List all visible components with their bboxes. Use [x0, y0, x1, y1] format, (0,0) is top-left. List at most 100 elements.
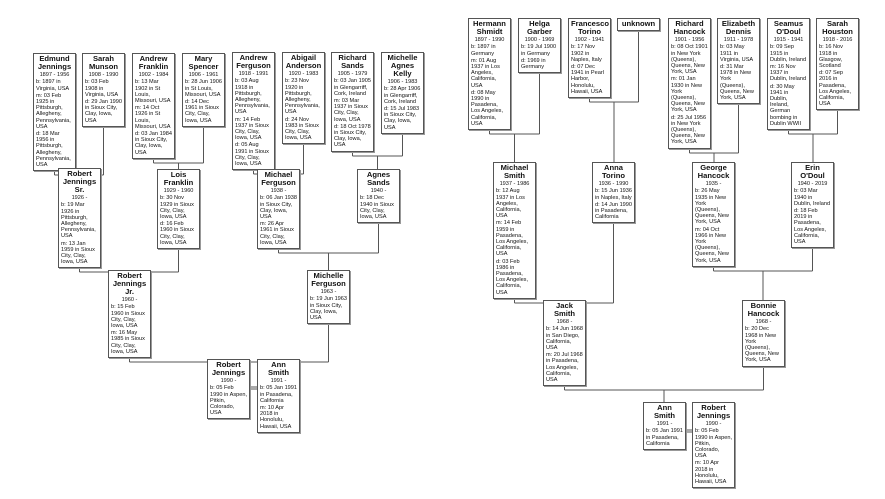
person-event: m: 16 May 1985 in Sioux City, Clay, Iowa… — [111, 330, 145, 355]
person-name: Lois Franklin — [163, 170, 194, 187]
person-event: b: 13 Mar 1902 in St Louis, Missouri, US… — [135, 79, 171, 105]
person-event: d: 03 Feb 1986 in Pasadena, Los Angeles,… — [496, 258, 529, 296]
person-event: d: 18 Feb 2019 in Pasadena, Los Angeles,… — [794, 208, 827, 246]
person-name: Hermann Shmidt — [473, 19, 506, 36]
person-lifespan: 1897 - 1990 — [474, 37, 505, 43]
person-name: Ann Smith — [653, 403, 676, 420]
person-lifespan: 1906 - 1961 — [188, 72, 219, 78]
person-event: b: 19 Mar 1926 in Pittsburgh, Allegheny,… — [61, 202, 96, 240]
person-name: Robert Jennings — [211, 360, 246, 377]
person-event: b: 30 Nov 1929 in Sioux City, Clay, Iowa… — [160, 195, 194, 221]
person-event: m: 10 Apr 2018 in Honolulu, Hawaii, USA — [695, 460, 727, 486]
person-name: Sarah Houston — [822, 19, 853, 36]
person-name: Andrew Franklin — [138, 54, 169, 71]
person-lifespan: 1902 - 1941 — [574, 37, 605, 43]
person-event: d: 18 Oct 1978 in Sioux City, Clay, Iowa… — [334, 123, 371, 149]
person-name: Michael Smith — [500, 163, 529, 180]
person-lifespan: 1991 - — [270, 378, 287, 384]
person-name: Michelle Agnes Kelly — [387, 53, 418, 78]
person-card[interactable]: Robert Jennings Jr.1960 -b: 15 Feb 1960 … — [108, 270, 151, 359]
person-name: Jack Smith — [553, 301, 576, 318]
person-lifespan: 1938 - — [270, 188, 287, 194]
person-event: m: 01 Aug 1937 in Los Angeles, Californi… — [471, 57, 500, 89]
person-event: d: 25 Jul 1956 in New York (Queens), Que… — [671, 114, 707, 146]
person-name: Edmund Jennings — [37, 54, 72, 71]
person-event: b: 17 Nov 1902 in Naples, Italy — [571, 44, 602, 63]
person-name: Helga Garber — [527, 19, 552, 36]
person-lifespan: 1901 - 1956 — [674, 37, 705, 43]
person-lifespan: 1897 - 1956 — [39, 72, 70, 78]
person-event: m: 14 Feb 1937 in Sioux City, Clay, Iowa… — [235, 116, 269, 142]
person-event: m: 14 Oct 1926 in St Louis, Missouri, US… — [135, 105, 171, 130]
person-name: Elizabeth Dennis — [721, 19, 756, 36]
person-event: d: 31 Mar 1978 in New York (Queens), Que… — [720, 64, 754, 102]
person-event: b: 03 Aug 1918 in Pittsburgh, Allegheny,… — [235, 78, 270, 116]
person-event: b: 1897 in Germany — [471, 44, 496, 57]
person-name: Andrew Ferguson — [236, 53, 271, 70]
person-event: m: 16 Nov 1937 in Dublin, Ireland — [770, 64, 807, 83]
person-event: b: 05 Feb 1990 in Aspen, Pitkin, Colorad… — [210, 385, 248, 417]
person-lifespan: 1990 - — [220, 378, 237, 384]
person-event: m: 13 Jan 1959 in Sioux City, Clay, Iowa… — [61, 240, 95, 266]
person-event: b: 05 Jan 1991 in Pasadena, California — [260, 385, 298, 404]
person-name: Mary Spencer — [188, 54, 219, 71]
person-name: Robert Jennings Jr. — [112, 271, 147, 296]
person-event: d: 24 Nov 1983 in Sioux City, Clay, Iowa… — [285, 116, 319, 142]
person-event: b: 14 Jun 1968 in San Diego, California,… — [546, 326, 584, 352]
person-card[interactable]: Robert Jennings Sr.1926 -b: 19 Mar 1926 … — [58, 168, 101, 269]
person-event: b: 19 Jul 1900 in Germany — [521, 44, 557, 57]
person-lifespan: 1918 - 2016 — [822, 37, 853, 43]
person-event: m: 20 Jul 1968 in Pasadena, Los Angeles,… — [546, 352, 583, 384]
person-event: b: 03 Jan 1905 in Glengarriff, Cork, Ire… — [334, 78, 372, 97]
person-lifespan: 1906 - 1983 — [387, 79, 418, 85]
person-event: b: 09 Sep 1915 in Dublin, Ireland — [770, 44, 807, 63]
person-name: Seamus O'Doul — [773, 19, 804, 36]
person-lifespan: 1936 - 1990 — [598, 181, 629, 187]
person-name: Richard Hancock — [673, 19, 706, 36]
person-event: b: 05 Jan 1991 in Pasadena, California — [646, 428, 684, 447]
person-lifespan: 1963 - — [320, 289, 337, 295]
person-name: Robert Jennings Sr. — [62, 169, 97, 194]
person-name: Richard Sands — [338, 53, 367, 70]
person-name: Michael Ferguson — [261, 170, 296, 187]
person-name: Anna Torino — [601, 163, 626, 180]
person-name: Francesco Torino — [571, 19, 609, 36]
person-event: d: 14 Jun 1990 in Pasadena, California — [595, 201, 633, 221]
person-event: b: 28 Jun 1906 in St Louis, Missouri, US… — [185, 79, 223, 98]
person-event: b: 20 Dec 1968 in New York (Queens), Que… — [745, 326, 779, 364]
person-event: m: 03 Feb 1925 in Pittsburgh, Allegheny,… — [36, 92, 71, 130]
person-event: d: 30 May 1941 in Dublin, Ireland, Germa… — [770, 83, 802, 127]
person-card[interactable]: unknown — [617, 18, 660, 31]
person-lifespan: 1911 - 1978 — [723, 37, 754, 43]
person-event: b: 19 Jun 1963 in Sioux City, Clay, Iowa… — [310, 296, 348, 322]
